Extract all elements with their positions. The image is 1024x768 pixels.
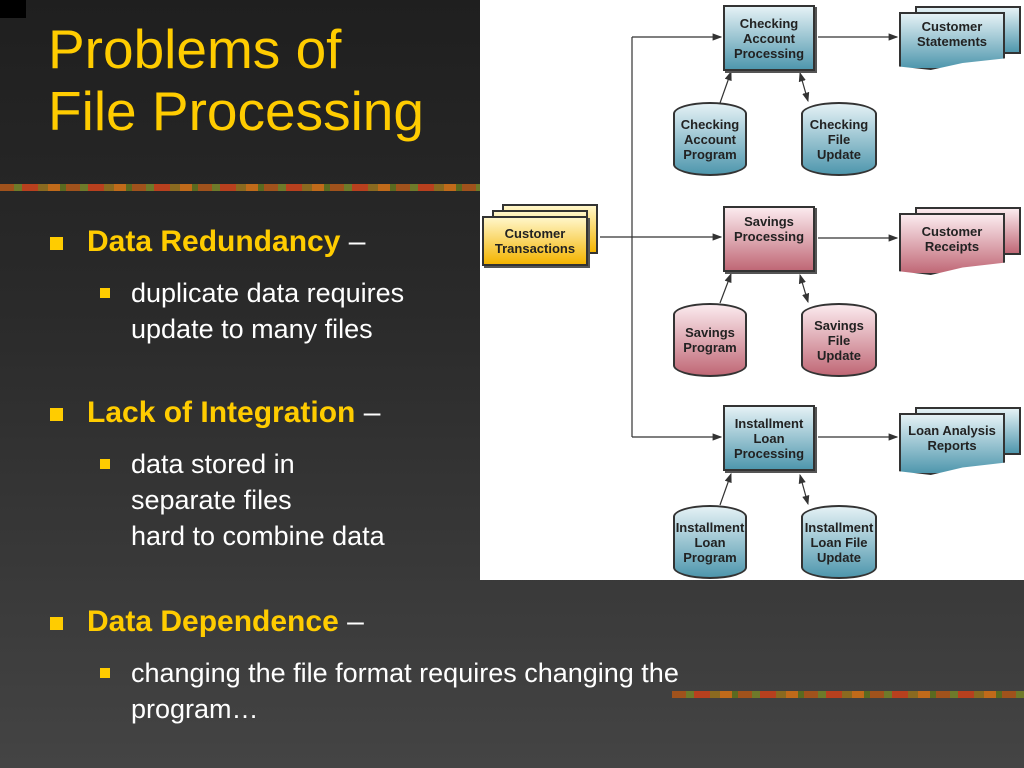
customer-transactions-node: Customer Transactions — [482, 216, 588, 266]
slide-title: Problems of File Processing — [48, 18, 424, 142]
corner-mark — [0, 0, 26, 18]
bullet-lack-of-integration: Lack of Integration – — [50, 396, 380, 430]
title-line-1: Problems of — [48, 18, 342, 80]
bullet-data-redundancy: Data Redundancy – — [50, 225, 365, 259]
decorative-stripe — [0, 184, 480, 191]
diagram-connectors — [600, 33, 899, 506]
sub-bullet: changing the file format requires changi… — [100, 655, 679, 727]
decorative-stripe — [672, 691, 1024, 698]
bullet-data-dependence: Data Dependence – — [50, 605, 364, 639]
title-line-2: File Processing — [48, 80, 424, 142]
